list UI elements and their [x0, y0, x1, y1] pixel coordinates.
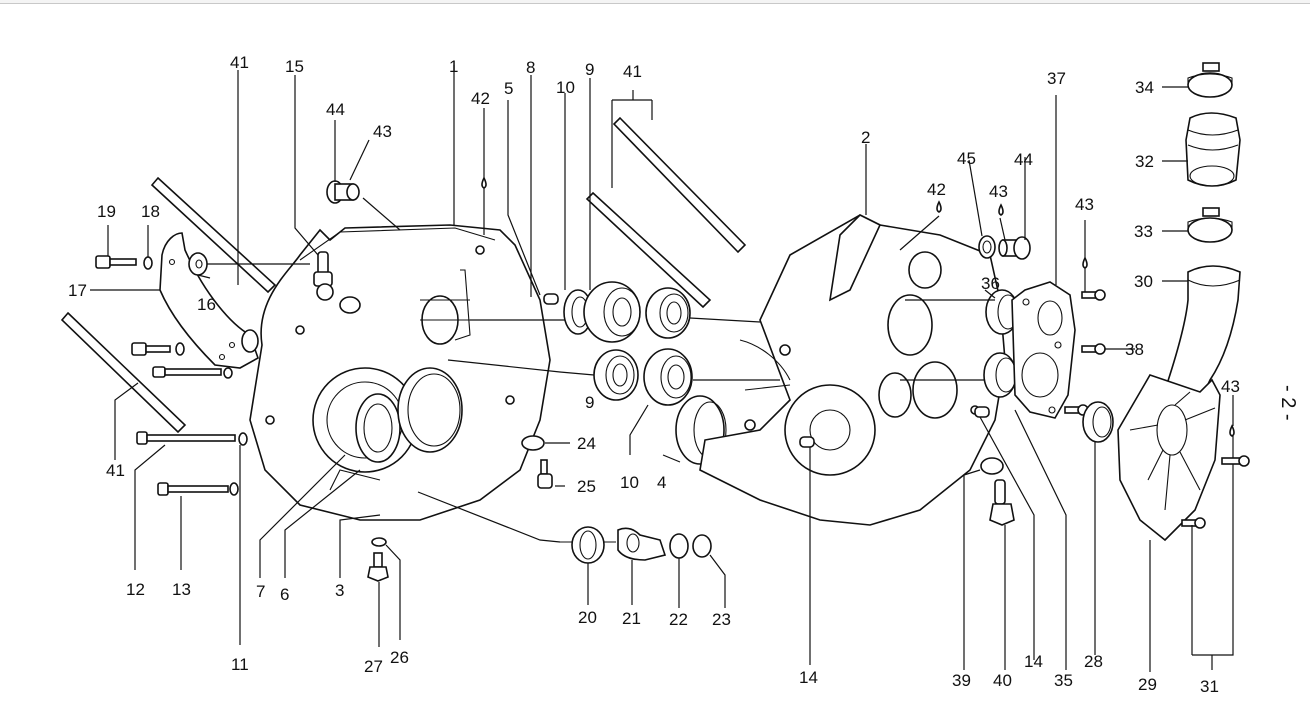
part-9-bearing-bottom: [593, 349, 639, 401]
window-top-border: [0, 0, 1310, 4]
callout-1: 1: [449, 57, 458, 76]
part-40-bolt: [989, 479, 1015, 526]
part-8-bearing: [583, 281, 641, 343]
callout-27: 27: [364, 657, 383, 676]
callout-14: 14: [799, 668, 818, 687]
callout-22: 22: [669, 610, 688, 629]
callout-44: 44: [1014, 150, 1033, 169]
part-44-bushing-right: [998, 236, 1031, 260]
callout-10: 10: [556, 78, 575, 97]
callout-21: 21: [622, 609, 641, 628]
dowel-pin: [543, 293, 559, 305]
part-21-lever: [617, 527, 667, 561]
callout-36: 36: [981, 274, 1000, 293]
part-41-stud-lower: [60, 311, 187, 434]
part-14-dowel: [974, 406, 990, 418]
part-24-washer: [521, 435, 545, 451]
callout-34: 34: [1135, 78, 1154, 97]
part-41-stud-middle-a: [612, 116, 747, 254]
callout-25: 25: [577, 477, 596, 496]
callout-39: 39: [952, 671, 971, 690]
part-16-spacer: [188, 252, 259, 353]
callout-3: 3: [335, 581, 344, 600]
part-15-fitting: [313, 251, 334, 301]
part-13-bolt: [157, 482, 239, 496]
part-29-cover: [1117, 374, 1221, 542]
callout-29: 29: [1138, 675, 1157, 694]
callout-11: 11: [231, 655, 249, 674]
callout-20: 20: [578, 608, 597, 627]
part-31-screws: [1181, 455, 1250, 529]
callout-43: 43: [373, 122, 392, 141]
oil-drop-icons: [481, 176, 1235, 437]
part-17-bracket: [159, 232, 259, 369]
callout-10: 10: [620, 473, 639, 492]
callout-6: 6: [280, 585, 289, 604]
part-34-clamp: [1187, 62, 1233, 98]
callout-43: 43: [1075, 195, 1094, 214]
part-35-seal: [983, 352, 1017, 398]
callout-14: 14: [1024, 652, 1043, 671]
callout-37: 37: [1047, 69, 1066, 88]
part-45-washer: [978, 235, 996, 259]
callout-35: 35: [1054, 671, 1073, 690]
part-12-bolt: [136, 431, 248, 446]
callout-labels: 41 15 44 43 1 42 5 8 10 9 41 2 42 45 43 …: [68, 53, 1240, 696]
callout-44: 44: [326, 100, 345, 119]
part-10-bearing-top: [645, 287, 691, 339]
callout-7: 7: [256, 582, 265, 601]
callout-32: 32: [1135, 152, 1154, 171]
callout-17: 17: [68, 281, 87, 300]
callout-42: 42: [927, 180, 946, 199]
callout-43: 43: [1221, 377, 1240, 396]
callout-28: 28: [1084, 652, 1103, 671]
page-marker: - 2 -: [1277, 385, 1299, 421]
callout-24: 24: [577, 434, 596, 453]
right-crankcase-half: [699, 214, 1006, 526]
part-27-drain-plug: [367, 537, 389, 582]
callout-33: 33: [1134, 222, 1153, 241]
callout-38: 38: [1125, 340, 1144, 359]
callout-41: 41: [623, 62, 642, 81]
part-39-washer: [980, 457, 1004, 475]
leader-lines: [90, 65, 1234, 672]
callout-42: 42: [471, 89, 490, 108]
part-32-intake-rubber: [1185, 112, 1241, 187]
callout-45: 45: [957, 149, 976, 168]
callout-40: 40: [993, 671, 1012, 690]
callout-9: 9: [585, 60, 594, 79]
callout-8: 8: [526, 58, 535, 77]
part-25-plug: [537, 459, 553, 489]
part-22-washer: [669, 533, 689, 559]
callout-15: 15: [285, 57, 304, 76]
callout-9: 9: [585, 393, 594, 412]
callout-23: 23: [712, 610, 731, 629]
part-23-circlip: [692, 534, 712, 558]
part-10-bearing-bottom: [643, 348, 693, 406]
part-5-seal: [563, 289, 593, 335]
part-37-cover-plate: [1011, 281, 1076, 419]
part-28-seal: [1082, 401, 1114, 443]
left-crankcase-half: [249, 224, 551, 521]
callout-30: 30: [1134, 272, 1153, 291]
callout-19: 19: [97, 202, 116, 221]
callout-5: 5: [504, 79, 513, 98]
callout-26: 26: [390, 648, 409, 667]
part-20-spring: [560, 526, 616, 564]
bolt-middle: [131, 342, 233, 379]
part-41-stud-middle-b: [585, 191, 712, 309]
callout-13: 13: [172, 580, 191, 599]
callout-4: 4: [657, 473, 666, 492]
callout-12: 12: [126, 580, 145, 599]
callout-43: 43: [989, 182, 1008, 201]
callout-41: 41: [106, 461, 125, 480]
part-33-clamp: [1187, 207, 1233, 243]
callout-31: 31: [1200, 677, 1219, 696]
callout-18: 18: [141, 202, 160, 221]
part-44-bushing-left: [326, 180, 360, 204]
callout-2: 2: [861, 128, 870, 147]
callout-41: 41: [230, 53, 249, 72]
callout-16: 16: [197, 295, 216, 314]
part-19-bolt: [95, 255, 153, 270]
